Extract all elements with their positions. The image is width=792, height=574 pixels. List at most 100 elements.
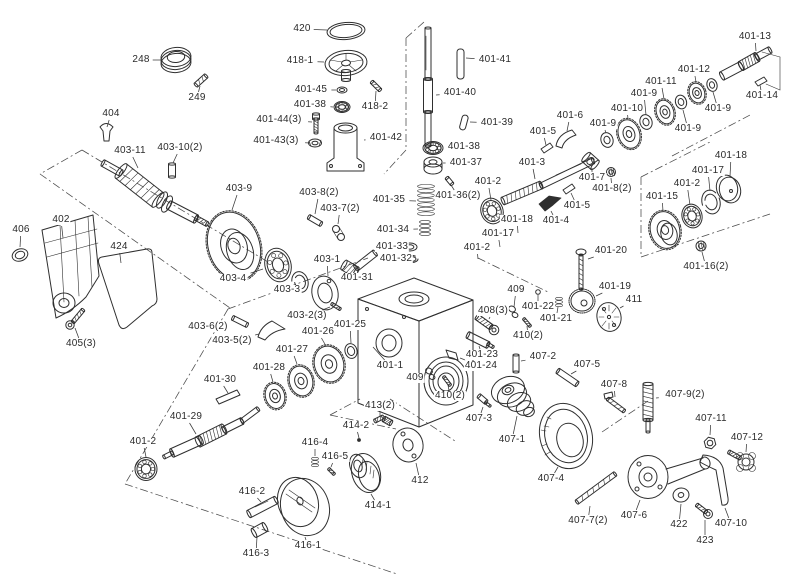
part-414-1-clutch bbox=[349, 452, 382, 494]
part-label-424: 424 bbox=[109, 241, 129, 252]
part-401-45-washer bbox=[336, 86, 348, 94]
part-label-401-44(3): 401-44(3) bbox=[255, 114, 303, 125]
part-label-416-2: 416-2 bbox=[237, 486, 267, 497]
part-401-38-bearing bbox=[333, 101, 351, 113]
part-label-403-6(2): 403-6(2) bbox=[187, 321, 229, 332]
part-401-21-spring bbox=[555, 296, 563, 308]
part-409-clip bbox=[508, 305, 519, 319]
part-413-screw bbox=[373, 414, 394, 427]
part-416-4-spring bbox=[311, 456, 319, 468]
part-label-401-2: 401-2 bbox=[672, 178, 702, 189]
part-401-18-disc bbox=[715, 174, 742, 204]
part-401-40-shaft bbox=[423, 26, 433, 148]
part-label-401-2: 401-2 bbox=[473, 176, 503, 187]
part-403-9-gear bbox=[205, 210, 263, 282]
part-label-401-12: 401-12 bbox=[676, 64, 712, 75]
part-401-30-key bbox=[215, 389, 241, 405]
part-label-409: 409 bbox=[405, 372, 425, 383]
part-label-403-4: 403-4 bbox=[218, 273, 248, 284]
construction-lines bbox=[39, 21, 771, 574]
part-401-44-bolt bbox=[312, 112, 320, 135]
part-label-401-37: 401-37 bbox=[448, 157, 484, 168]
part-label-423: 423 bbox=[695, 535, 715, 546]
part-label-401-36(2): 401-36(2) bbox=[434, 190, 482, 201]
part-label-401-21: 401-21 bbox=[538, 313, 574, 324]
part-401-11-gear bbox=[654, 98, 676, 126]
part-418-2-screw bbox=[369, 79, 383, 93]
part-label-403-8(2): 403-8(2) bbox=[298, 187, 340, 198]
part-401-2-bearing bbox=[480, 197, 504, 225]
part-401-1-housing bbox=[357, 277, 474, 428]
part-label-418-2: 418-2 bbox=[360, 101, 390, 112]
part-401-12-gear bbox=[687, 81, 707, 105]
part-label-401-41: 401-41 bbox=[477, 54, 513, 65]
part-label-401-30: 401-30 bbox=[202, 374, 238, 385]
part-label-401-33: 401-33 bbox=[374, 241, 410, 252]
part-401-4-pawl bbox=[538, 195, 562, 212]
part-label-401-5: 401-5 bbox=[562, 200, 592, 211]
part-label-401-15: 401-15 bbox=[644, 191, 680, 202]
part-label-248: 248 bbox=[131, 54, 151, 65]
part-401-38-bearing bbox=[422, 141, 444, 155]
part-410-screw bbox=[442, 375, 452, 387]
part-label-418-1: 418-1 bbox=[285, 55, 315, 66]
part-401-42-sleeve bbox=[326, 122, 365, 172]
part-401-19-knurled-gear bbox=[568, 288, 596, 314]
part-label-401-9: 401-9 bbox=[703, 103, 733, 114]
part-label-401-39: 401-39 bbox=[479, 117, 515, 128]
part-label-420: 420 bbox=[292, 23, 312, 34]
part-label-403-7(2): 403-7(2) bbox=[319, 203, 361, 214]
part-403-10-bushing bbox=[168, 162, 176, 179]
part-label-410(2): 410(2) bbox=[511, 330, 545, 341]
part-401-6-pawl bbox=[555, 129, 577, 149]
part-label-401-28: 401-28 bbox=[251, 362, 287, 373]
part-407-5-pin bbox=[555, 367, 580, 388]
part-label-401-26: 401-26 bbox=[300, 326, 336, 337]
part-label-401-22: 401-22 bbox=[520, 301, 556, 312]
part-403-8-pin bbox=[306, 214, 324, 227]
part-409-clip bbox=[425, 367, 436, 381]
part-label-407-7(2): 407-7(2) bbox=[567, 515, 609, 526]
part-412-flange bbox=[392, 427, 424, 463]
part-401-24-cone bbox=[445, 349, 459, 361]
part-407-3-plug bbox=[476, 393, 492, 408]
part-label-401-18: 401-18 bbox=[499, 214, 535, 225]
part-label-407-8: 407-8 bbox=[599, 379, 629, 390]
part-401-23-pin bbox=[465, 331, 495, 349]
part-label-401-9: 401-9 bbox=[673, 123, 703, 134]
part-407-6-bracket bbox=[627, 455, 711, 499]
part-401-31-shaft bbox=[340, 249, 378, 278]
part-402-cover bbox=[41, 214, 100, 319]
part-label-403-5(2): 403-5(2) bbox=[211, 335, 253, 346]
part-label-401-20: 401-20 bbox=[593, 245, 629, 256]
part-401-5-key bbox=[540, 142, 554, 154]
part-401-16-nut bbox=[695, 240, 707, 252]
part-label-403-9: 403-9 bbox=[224, 183, 254, 194]
part-label-407-9(2): 407-9(2) bbox=[664, 389, 706, 400]
part-401-29-shaft bbox=[162, 406, 261, 460]
part-label-401-17: 401-17 bbox=[690, 165, 726, 176]
part-label-401-32: 401-32 bbox=[378, 253, 414, 264]
part-label-407-2: 407-2 bbox=[528, 351, 558, 362]
part-label-401-40: 401-40 bbox=[442, 87, 478, 98]
part-label-416-4: 416-4 bbox=[300, 437, 330, 448]
part-label-401-2: 401-2 bbox=[128, 436, 158, 447]
part-248-bearing-ring bbox=[160, 46, 192, 74]
part-label-401-38: 401-38 bbox=[292, 99, 328, 110]
part-label-413(2): 413(2) bbox=[363, 400, 397, 411]
part-label-401-24: 401-24 bbox=[463, 360, 499, 371]
part-406-ring bbox=[11, 248, 29, 262]
part-404-plug bbox=[99, 123, 114, 142]
part-401-36-plug bbox=[444, 176, 455, 186]
part-label-401-5: 401-5 bbox=[528, 126, 558, 137]
part-401-5-key bbox=[562, 183, 576, 195]
part-label-410(2): 410(2) bbox=[433, 390, 467, 401]
part-label-401-2: 401-2 bbox=[462, 242, 492, 253]
part-label-407-1: 407-1 bbox=[497, 434, 527, 445]
part-label-401-35: 401-35 bbox=[371, 194, 407, 205]
part-label-401-31: 401-31 bbox=[339, 272, 375, 283]
part-label-401-45: 401-45 bbox=[293, 84, 329, 95]
part-401-37-collar bbox=[423, 156, 443, 175]
